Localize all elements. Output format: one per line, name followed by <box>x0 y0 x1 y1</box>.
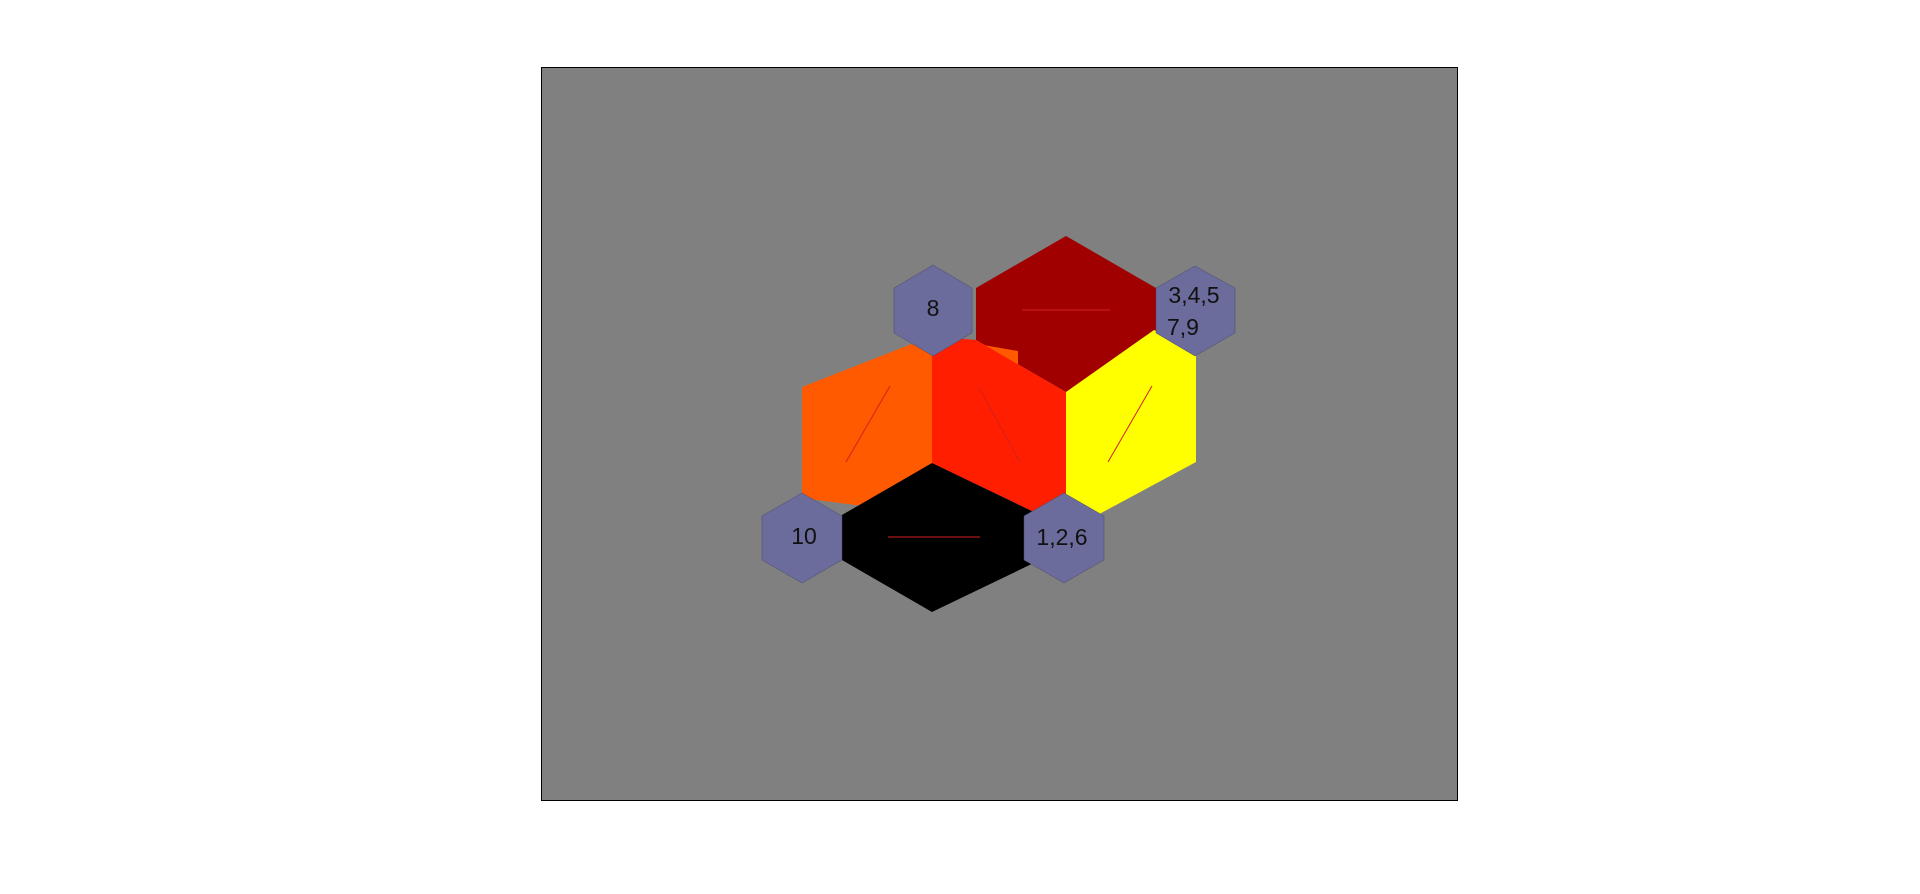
red-tile <box>932 336 1066 515</box>
node-3-4-5-7-9-hexagon <box>1155 265 1236 357</box>
red-tile-mark <box>977 385 1021 463</box>
yellow-tile <box>1066 330 1196 519</box>
node-1-2-6-label: 1,2,6 <box>1036 524 1087 550</box>
node-3-4-5-7-9-label-line-2: 7,9 <box>1167 314 1199 340</box>
node-1-2-6-hexagon <box>1023 492 1105 584</box>
node-10-hexagon <box>761 492 843 584</box>
node-8-label: 8 <box>927 295 940 321</box>
node-3-4-5-7-9-label-line-1: 3,4,5 <box>1168 282 1219 308</box>
dark-red-tile <box>976 236 1156 392</box>
orange-tile-mark <box>845 385 891 463</box>
node-10-label: 10 <box>791 523 817 549</box>
yellow-tile-mark <box>1107 385 1153 463</box>
node-8-hexagon <box>893 264 973 357</box>
